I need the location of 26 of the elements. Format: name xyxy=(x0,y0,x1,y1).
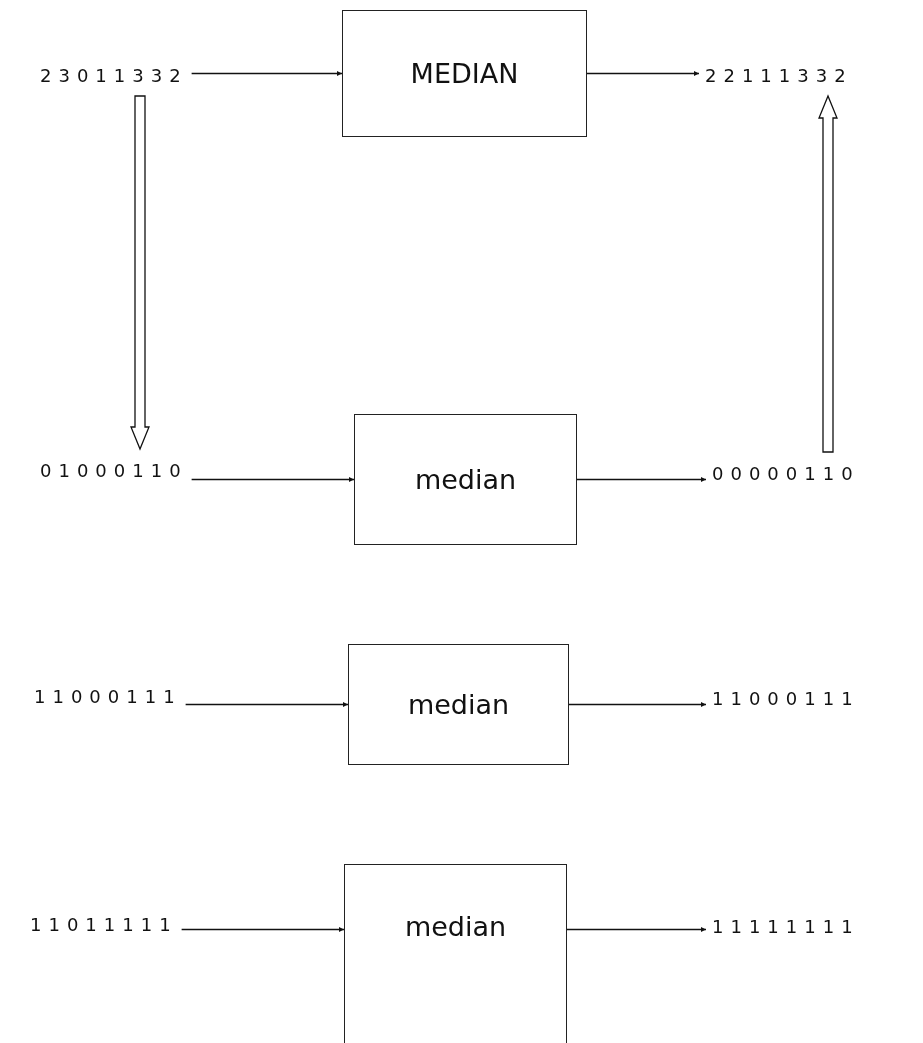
arrow xyxy=(190,477,355,482)
bit-string-text: 22111332 xyxy=(705,58,853,92)
process-box xyxy=(354,414,577,545)
bit-string-text: 11111111 xyxy=(712,909,860,943)
box-label: median xyxy=(404,911,507,942)
bit-string-text: 11000111 xyxy=(34,679,182,713)
process-box xyxy=(344,864,567,1043)
bit-string-text: 01000110 xyxy=(40,453,188,487)
bit-string-text: 11000111 xyxy=(712,681,860,715)
bit-string-text: 00000110 xyxy=(712,456,860,490)
bit-string-text: 23011332 xyxy=(40,58,188,92)
arrow xyxy=(566,927,707,932)
box-label: median xyxy=(407,689,510,720)
arrow xyxy=(184,702,349,707)
arrow xyxy=(576,477,707,482)
arrow xyxy=(568,702,707,707)
arrow xyxy=(180,927,345,932)
bit-string-text: 11011111 xyxy=(30,907,178,941)
hollow-arrow xyxy=(818,94,838,453)
process-box xyxy=(342,10,587,137)
box-label: median xyxy=(414,464,517,495)
process-box xyxy=(348,644,569,765)
arrow xyxy=(190,71,343,76)
arrow xyxy=(586,71,700,76)
box-label: MEDIAN xyxy=(410,58,519,89)
hollow-arrow xyxy=(130,95,150,451)
